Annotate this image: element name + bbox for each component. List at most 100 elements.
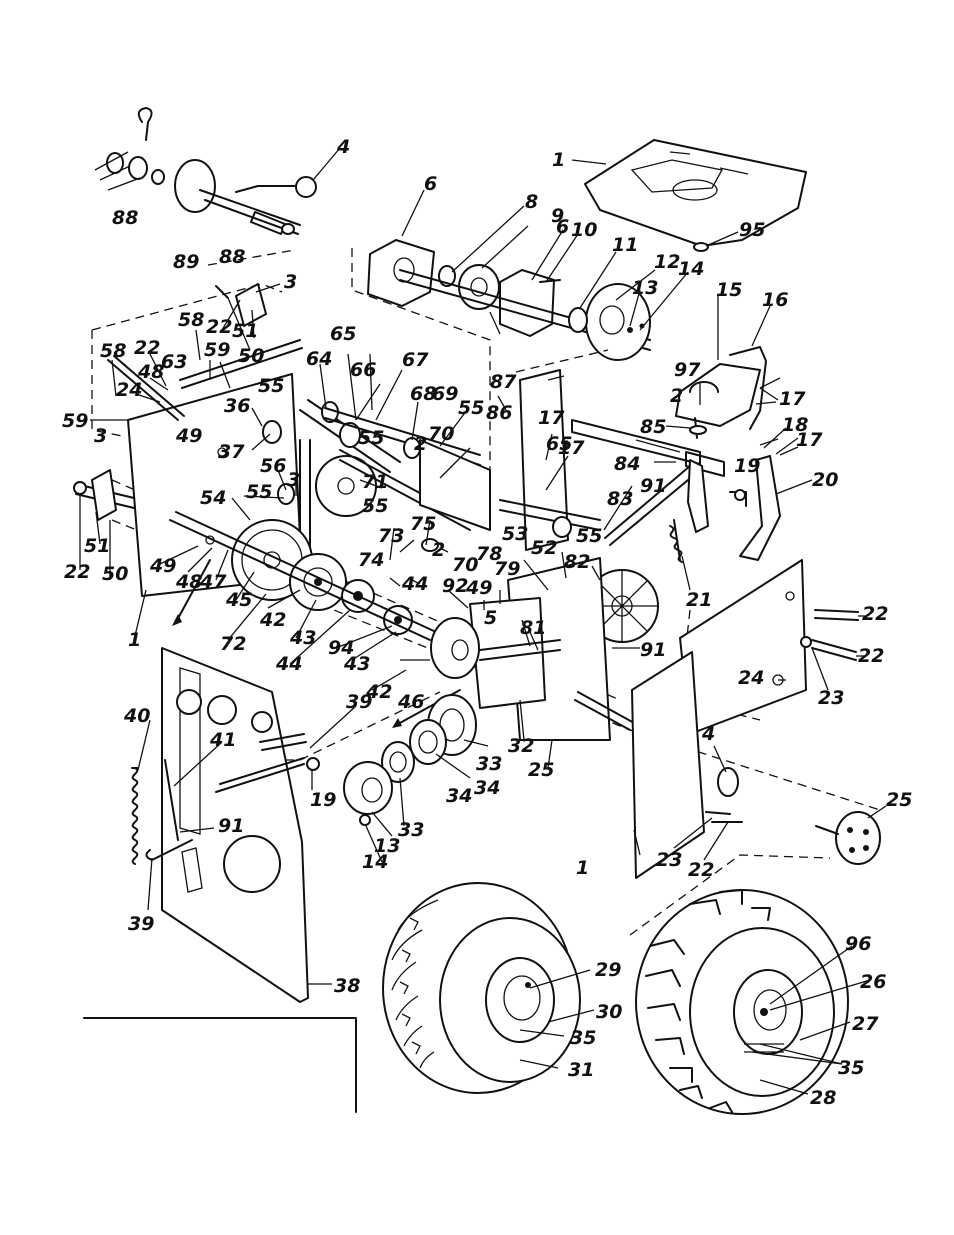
- callout-22: 22: [688, 859, 714, 881]
- callout-16: 16: [762, 289, 788, 311]
- hub-92: [430, 617, 480, 679]
- leader-to-nut: [235, 185, 301, 193]
- callout-97: 97: [674, 359, 701, 381]
- callout-35: 35: [838, 1057, 864, 1079]
- bolt-19b: [306, 757, 320, 771]
- callout-67: 67: [402, 349, 429, 371]
- callout-75: 75: [410, 513, 436, 535]
- callout-10: 10: [571, 219, 597, 241]
- callout-86: 86: [486, 402, 512, 424]
- callout-33: 33: [398, 819, 424, 841]
- spring-clip-16: [729, 346, 767, 430]
- arrow-shaft: [175, 559, 211, 623]
- callout-11: 11: [612, 234, 638, 256]
- lever-39-arm: [259, 733, 307, 751]
- axle-spline-part: [250, 211, 286, 235]
- callout-55: 55: [458, 397, 484, 419]
- callout-6: 6: [424, 173, 437, 195]
- callout-24: 24: [116, 379, 142, 401]
- callout-2: 2: [414, 433, 427, 455]
- callout-18: 18: [782, 414, 808, 436]
- callout-47: 47: [199, 571, 227, 593]
- callout-58: 58: [178, 309, 204, 331]
- callout-5: 5: [484, 607, 497, 629]
- callout-6: 6: [556, 216, 569, 238]
- callout-88: 88: [219, 246, 245, 268]
- callout-26: 26: [860, 971, 886, 993]
- callout-49: 49: [175, 425, 202, 447]
- callout-48: 48: [175, 571, 202, 593]
- callout-66: 66: [350, 359, 376, 381]
- bushing-66: [339, 422, 361, 448]
- callout-4: 4: [336, 136, 350, 158]
- callout-28: 28: [810, 1087, 836, 1109]
- callout-65: 65: [546, 433, 572, 455]
- bushing-4: [717, 767, 739, 797]
- callout-25: 25: [886, 789, 912, 811]
- bearing-flange-6: [367, 239, 435, 307]
- link-39: [215, 757, 305, 793]
- callout-49: 49: [465, 577, 492, 599]
- callout-48: 48: [137, 361, 164, 383]
- callout-15: 15: [716, 279, 742, 301]
- callout-45: 45: [225, 589, 252, 611]
- callout-68: 68: [410, 383, 436, 405]
- callout-31: 31: [568, 1059, 594, 1081]
- right-side-plate-lower: [631, 651, 881, 879]
- bolts-22-23: [705, 811, 743, 823]
- bushing-4-part: [295, 176, 317, 198]
- callout-3: 3: [94, 425, 107, 447]
- callout-36: 36: [224, 395, 250, 417]
- callout-17: 17: [796, 429, 823, 451]
- callout-91: 91: [640, 639, 666, 661]
- plate-65b: [519, 369, 569, 551]
- rod-59-left: [107, 355, 185, 421]
- nut-13: [627, 327, 633, 333]
- stub-shaft-81: [479, 639, 561, 661]
- lever-20: [739, 455, 781, 561]
- callout-52: 52: [531, 537, 557, 559]
- callout-25: 25: [528, 759, 554, 781]
- callout-22: 22: [64, 561, 90, 583]
- washer-2: [689, 425, 707, 435]
- callout-39: 39: [128, 913, 154, 935]
- bearing-56: [277, 483, 295, 505]
- bracket-15: [675, 363, 761, 427]
- nut-part: [281, 223, 295, 235]
- callout-92: 92: [442, 575, 468, 597]
- callout-43: 43: [289, 627, 316, 649]
- callout-22: 22: [858, 645, 884, 667]
- callout-40: 40: [123, 705, 150, 727]
- callout-22: 22: [862, 603, 888, 625]
- callout-19: 19: [734, 455, 760, 477]
- callout-13: 13: [632, 277, 658, 299]
- shaft-45: [169, 511, 437, 641]
- callout-96: 96: [845, 933, 871, 955]
- rod-84-end: [685, 451, 725, 477]
- leader-lines: [79, 147, 887, 1095]
- callout-95: 95: [739, 219, 765, 241]
- callout-13: 13: [374, 835, 400, 857]
- callout-2: 2: [670, 385, 683, 407]
- callout-63: 63: [161, 351, 187, 373]
- bushing-55b: [552, 516, 572, 538]
- callout-4: 4: [701, 723, 715, 745]
- callout-23: 23: [818, 687, 844, 709]
- callout-8: 8: [525, 191, 538, 213]
- callout-64: 64: [306, 348, 332, 370]
- callout-3: 3: [287, 469, 300, 491]
- callout-42: 42: [365, 681, 392, 703]
- callout-53: 53: [502, 523, 528, 545]
- callout-39: 39: [346, 691, 372, 713]
- plate-97: [689, 381, 719, 393]
- top-cover-plate-1: [584, 139, 807, 252]
- bracket-51-top: [235, 283, 267, 327]
- pulley-shaft-assembly: [367, 239, 651, 361]
- shift-bracket-assembly: [675, 346, 799, 456]
- callout-23: 23: [656, 849, 682, 871]
- shift-lever-assembly: [571, 419, 781, 563]
- callout-56: 56: [260, 455, 286, 477]
- lock-pin-part: [137, 107, 153, 141]
- callout-81: 81: [520, 617, 546, 639]
